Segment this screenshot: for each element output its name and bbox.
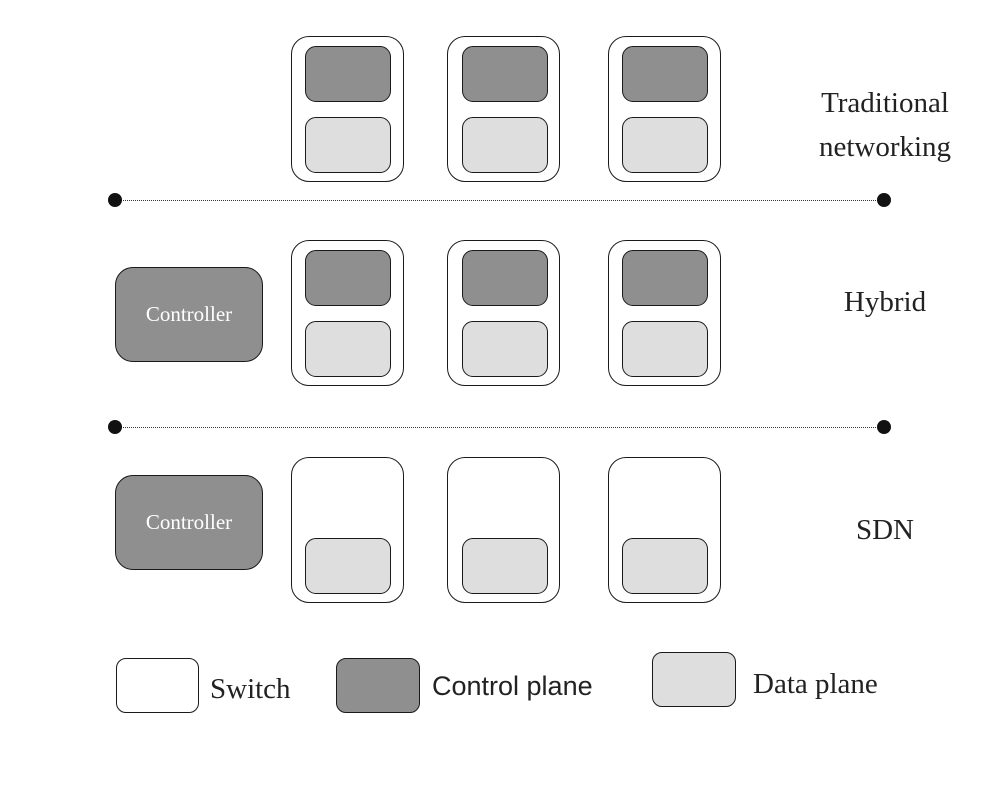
separator-1-right-dot: [877, 193, 891, 207]
hybrid-label: Hybrid: [843, 286, 927, 318]
hybrid-controller-label: Controller: [145, 302, 233, 326]
traditional-switch-2-control-plane: [462, 46, 548, 102]
hybrid-switch-1-control-plane: [305, 250, 391, 306]
separator-line-2: [116, 427, 884, 428]
traditional-networking-label: Traditional networking: [790, 81, 980, 169]
traditional-switch-1-data-plane: [305, 117, 391, 173]
separator-2-right-dot: [877, 420, 891, 434]
hybrid-switch-3-control-plane: [622, 250, 708, 306]
legend-control-plane-label: Control plane: [432, 671, 593, 701]
sdn-switch-1-data-plane: [305, 538, 391, 594]
traditional-label-line1: Traditional: [821, 87, 949, 119]
legend-data-plane-label: Data plane: [753, 668, 878, 700]
sdn-controller-label: Controller: [145, 510, 233, 534]
separator-2-left-dot: [108, 420, 122, 434]
traditional-label-line2: networking: [818, 131, 952, 163]
traditional-switch-3-data-plane: [622, 117, 708, 173]
hybrid-controller: Controller: [115, 267, 263, 362]
sdn-switch-3-data-plane: [622, 538, 708, 594]
legend-data-plane-swatch: [652, 652, 736, 707]
legend-switch-swatch: [116, 658, 199, 713]
separator-line-1: [116, 200, 884, 201]
legend-switch-label: Switch: [210, 673, 291, 705]
sdn-label: SDN: [855, 514, 914, 546]
separator-1-left-dot: [108, 193, 122, 207]
hybrid-switch-2-data-plane: [462, 321, 548, 377]
hybrid-switch-1-data-plane: [305, 321, 391, 377]
sdn-switch-2-data-plane: [462, 538, 548, 594]
sdn-controller: Controller: [115, 475, 263, 570]
traditional-switch-2-data-plane: [462, 117, 548, 173]
traditional-switch-3-control-plane: [622, 46, 708, 102]
legend-control-plane-swatch: [336, 658, 420, 713]
hybrid-switch-2-control-plane: [462, 250, 548, 306]
traditional-switch-1-control-plane: [305, 46, 391, 102]
hybrid-switch-3-data-plane: [622, 321, 708, 377]
